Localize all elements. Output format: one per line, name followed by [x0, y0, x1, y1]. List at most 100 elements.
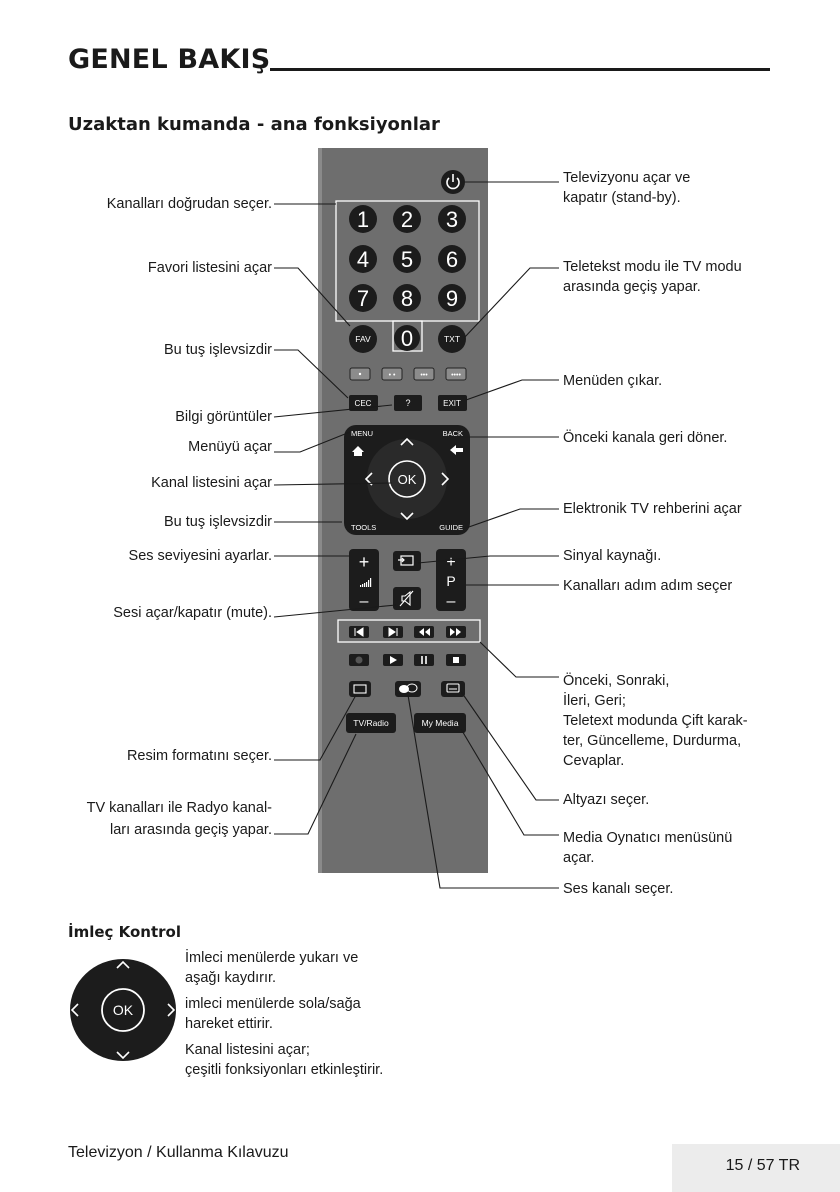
label-power-2: kapatır (stand-by).: [563, 190, 681, 206]
digit-6-label: 6: [446, 247, 458, 272]
info-button[interactable]: [394, 395, 422, 411]
digit-8-label: 8: [401, 286, 413, 311]
digit-4-button[interactable]: [349, 245, 377, 273]
picture-format-button[interactable]: [349, 681, 371, 697]
label-channel-list: Kanal listesini açar: [151, 475, 272, 491]
label-exit: Menüden çıkar.: [563, 373, 663, 389]
back-arrow-icon[interactable]: [450, 445, 463, 455]
digit-2-button[interactable]: [393, 205, 421, 233]
cursor-desc-6: çeşitli fonksiyonları etkinleştirir.: [185, 1062, 384, 1078]
label-teletext-2: arasında geçiş yapar.: [563, 279, 701, 295]
label-volume: Ses seviyesini ayarlar.: [128, 548, 272, 564]
cec-label: CEC: [355, 399, 372, 408]
play-icon: [390, 656, 397, 664]
label-media-4: ter, Güncelleme, Durdurma,: [563, 733, 742, 749]
next-icon: [388, 627, 398, 637]
dpad-down-icon[interactable]: [400, 512, 414, 521]
digit-2-label: 2: [401, 207, 413, 232]
tv-radio-button[interactable]: [346, 713, 396, 733]
digit-buttons: 1 2 3 4 5 6 7 8 9 0: [349, 205, 466, 351]
dpad[interactable]: [367, 439, 447, 519]
digit-7-button[interactable]: [349, 284, 377, 312]
yellow-dots-icon: •••: [420, 372, 428, 379]
txt-label: TXT: [444, 334, 460, 344]
blue-dots-icon: ••••: [451, 372, 461, 379]
digit-5-label: 5: [401, 247, 413, 272]
label-tv-radio-2: ları arasında geçiş yapar.: [109, 822, 272, 838]
txt-button[interactable]: [438, 325, 466, 353]
cursor-ok-label: OK: [113, 1002, 134, 1018]
my-media-label: My Media: [422, 718, 459, 728]
cursor-control-title: İmleç Kontrol: [68, 923, 181, 941]
red-dot-icon: [358, 372, 362, 376]
cursor-down-icon: [116, 1051, 130, 1060]
label-guide: Elektronik TV rehberini açar: [563, 501, 742, 517]
program-plus-label: +: [446, 554, 455, 571]
ok-label: OK: [398, 472, 417, 487]
digit-8-button[interactable]: [393, 284, 421, 312]
blue-button[interactable]: [445, 367, 467, 381]
cursor-left-icon: [70, 1003, 79, 1017]
fav-button[interactable]: [349, 325, 377, 353]
label-info: Bilgi görüntüler: [175, 409, 272, 425]
media-frame: [337, 619, 481, 643]
label-tools-nonfunctional: Bu tuş işlevsizdir: [164, 514, 272, 530]
prev-icon: [354, 627, 364, 637]
mute-icon: [399, 590, 414, 607]
label-cec-nonfunctional: Bu tuş işlevsizdir: [164, 342, 272, 358]
label-menu: Menüyü açar: [188, 439, 272, 455]
rewind-icon: [419, 628, 430, 636]
cursor-dpad: [70, 959, 176, 1061]
label-subtitle: Altyazı seçer.: [563, 792, 650, 808]
remote-edge: [318, 148, 322, 873]
cursor-desc-1: İmleci menülerde yukarı ve: [185, 950, 359, 966]
cursor-desc-5: Kanal listesini açar;: [185, 1042, 310, 1058]
exit-button[interactable]: [438, 395, 467, 411]
dpad-right-icon[interactable]: [441, 472, 450, 486]
volume-minus-label: –: [360, 593, 369, 610]
label-media-1: Önceki, Sonraki,: [563, 673, 670, 689]
source-button[interactable]: [393, 551, 421, 571]
volume-rocker[interactable]: [349, 549, 379, 611]
page-number-box: [672, 1144, 840, 1192]
speech-bubbles-icon: [399, 683, 418, 693]
digit-5-button[interactable]: [393, 245, 421, 273]
my-media-button[interactable]: [414, 713, 466, 733]
cursor-desc-2: aşağı kaydırır.: [185, 970, 277, 986]
footer-title: Televizyon / Kullanma Kılavuzu: [68, 1144, 289, 1161]
label-favorites: Favori listesini açar: [147, 260, 272, 276]
digit-6-button[interactable]: [438, 245, 466, 273]
label-my-media-2: açar.: [563, 850, 595, 866]
page-title: GENEL BAKIŞ: [68, 44, 271, 75]
page-number: 15 / 57 TR: [725, 1157, 800, 1174]
yellow-button[interactable]: [413, 367, 435, 381]
digit-1-button[interactable]: [349, 205, 377, 233]
digit-9-button[interactable]: [438, 284, 466, 312]
program-minus-label: –: [447, 593, 456, 610]
title-rule: [270, 68, 770, 71]
label-my-media-1: Media Oynatıcı menüsünü: [563, 830, 733, 846]
label-audio-channel: Ses kanalı seçer.: [563, 881, 674, 897]
digit-0-label: 0: [401, 326, 413, 351]
cursor-right-icon: [167, 1003, 176, 1017]
ok-button[interactable]: [388, 460, 426, 498]
digit-3-button[interactable]: [438, 205, 466, 233]
green-button[interactable]: [381, 367, 403, 381]
home-icon[interactable]: [352, 446, 364, 456]
tools-label: TOOLS: [351, 523, 376, 532]
label-back: Önceki kanala geri döner.: [563, 430, 728, 446]
stop-icon: [453, 657, 459, 663]
label-media-2: İleri, Geri;: [563, 693, 626, 709]
green-dots-icon: • •: [389, 372, 396, 379]
program-rocker[interactable]: [436, 549, 466, 611]
exit-label: EXIT: [443, 399, 461, 408]
cursor-desc-3: imleci menülerde sola/sağa: [185, 996, 361, 1012]
digit-4-label: 4: [357, 247, 369, 272]
dpad-up-icon[interactable]: [400, 437, 414, 446]
label-source: Sinyal kaynağı.: [563, 548, 662, 564]
pause-button[interactable]: [414, 654, 434, 666]
menu-label: MENU: [351, 429, 373, 438]
digit-9-label: 9: [446, 286, 458, 311]
label-program: Kanalları adım adım seçer: [563, 578, 733, 594]
digit-0-button[interactable]: [394, 325, 420, 351]
